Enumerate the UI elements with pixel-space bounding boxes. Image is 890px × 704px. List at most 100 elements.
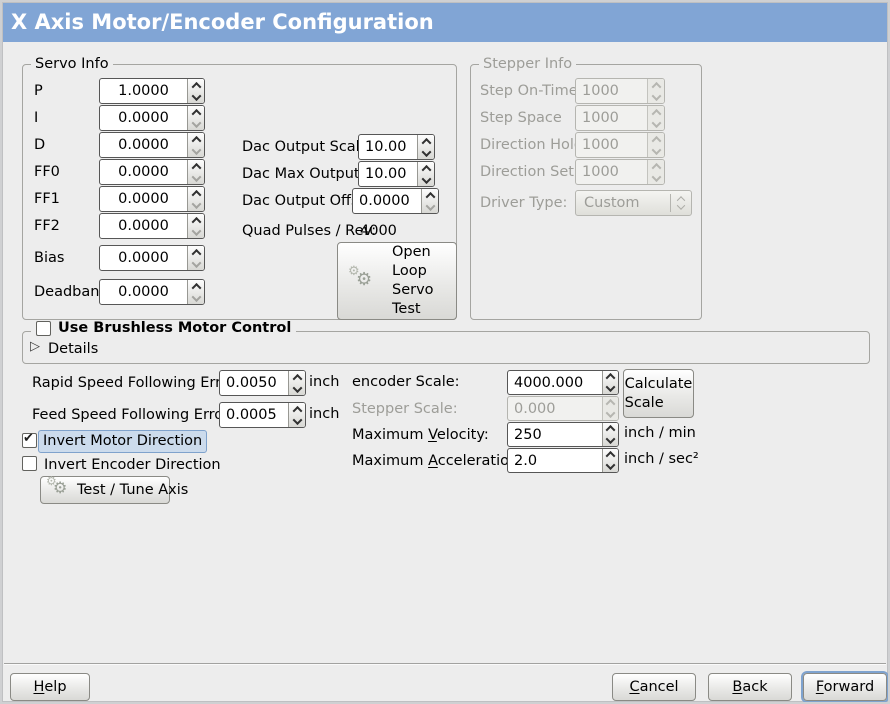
maximum-velocity-spinbox[interactable]: 250 [507,422,619,447]
spin-up-icon[interactable] [188,214,204,227]
ff0-spinbox[interactable]: 0.0000 [99,159,205,185]
rapid-following-error-unit: inch [309,374,340,390]
spin-up-icon[interactable] [289,403,305,416]
dac-output-scale-spinbox[interactable]: 10.00 [358,134,435,160]
ff2-spinbox[interactable]: 0.0000 [99,213,205,239]
spin-down-icon[interactable] [188,144,204,157]
rapid-following-error-spin-buttons[interactable] [288,371,305,395]
calculate-scale-button[interactable]: Calculate Scale [623,369,694,418]
spin-up-icon[interactable] [418,135,434,148]
ff0-spin-buttons[interactable] [187,160,204,184]
back-button[interactable]: Back [708,673,792,701]
bias-spin-buttons[interactable] [187,246,204,270]
d-spinbox[interactable]: 0.0000 [99,132,205,158]
deadband-spin-buttons[interactable] [187,280,204,304]
details-expander-label[interactable]: Details [48,341,99,357]
spin-down-icon[interactable] [603,381,618,395]
servo-info-legend: Servo Info [31,55,113,73]
dac-output-offset-spinbox[interactable]: 0.0000 [352,188,439,214]
spin-up-icon[interactable] [289,371,305,384]
spin-up-icon[interactable] [188,106,204,119]
spin-down-icon[interactable] [422,200,438,213]
p-spin-buttons[interactable] [187,79,204,103]
spin-down-icon[interactable] [289,414,305,427]
spin-up-icon[interactable] [603,371,618,384]
i-spinbox[interactable]: 0.0000 [99,105,205,131]
spin-up-icon[interactable] [188,280,204,293]
invert-motor-direction-checkbox[interactable]: ✔ [22,431,37,448]
dac-output-scale-spin-buttons[interactable] [417,135,434,159]
ff1-spinbox[interactable]: 0.0000 [99,186,205,212]
p-spinbox[interactable]: 1.0000 [99,78,205,104]
bias-value[interactable]: 0.0000 [118,250,169,266]
invert-encoder-direction-checkbox[interactable] [22,456,37,471]
spin-up-icon[interactable] [422,189,438,202]
spin-down-icon[interactable] [188,198,204,211]
spin-down-icon[interactable] [418,146,434,159]
maximum-velocity-label: Maximum Velocity: [352,427,489,443]
forward-button[interactable]: Forward [803,673,887,701]
expander-triangle-icon[interactable]: ▷ [30,339,40,354]
ff1-value[interactable]: 0.0000 [118,191,169,207]
i-value[interactable]: 0.0000 [118,110,169,126]
deadband-value[interactable]: 0.0000 [118,284,169,300]
spin-down-icon[interactable] [188,90,204,103]
spin-down-icon[interactable] [188,171,204,184]
maximum-acceleration-spinbox[interactable]: 2.0 [507,448,619,473]
cancel-button[interactable]: Cancel [612,673,696,701]
feed-following-error-spinbox[interactable]: 0.0005 [219,402,306,428]
dac-output-offset-value[interactable]: 0.0000 [359,193,410,209]
bias-spinbox[interactable]: 0.0000 [99,245,205,271]
maximum-velocity-spin-buttons[interactable] [602,423,618,446]
encoder-scale-value[interactable]: 4000.000 [514,374,584,391]
spin-up-icon[interactable] [188,246,204,259]
invert-motor-direction-label[interactable]: Invert Motor Direction [38,430,208,453]
rapid-following-error-value[interactable]: 0.0050 [226,375,277,391]
ff1-spin-buttons[interactable] [187,187,204,211]
dac-max-output-spinbox[interactable]: 10.00 [358,161,435,187]
test-tune-axis-button[interactable]: ⚙⚙ Test / Tune Axis [40,474,188,504]
spin-up-icon[interactable] [188,187,204,200]
spin-up-icon[interactable] [603,423,618,436]
feed-following-error-spin-buttons[interactable] [288,403,305,427]
spin-down-icon[interactable] [188,291,204,304]
dac-output-scale-value[interactable]: 10.00 [365,139,407,155]
ff2-value[interactable]: 0.0000 [118,218,169,234]
ff2-spin-buttons[interactable] [187,214,204,238]
spin-up-icon[interactable] [603,449,618,462]
deadband-spinbox[interactable]: 0.0000 [99,279,205,305]
maximum-acceleration-spin-buttons[interactable] [602,449,618,472]
maximum-acceleration-value[interactable]: 2.0 [514,452,538,469]
p-value[interactable]: 1.0000 [118,83,169,99]
spin-down-icon[interactable] [188,225,204,238]
spin-up-icon[interactable] [188,133,204,146]
d-value[interactable]: 0.0000 [118,137,169,153]
spin-up-icon [648,106,664,119]
help-button[interactable]: Help [10,673,90,701]
d-spin-buttons[interactable] [187,133,204,157]
encoder-scale-spin-buttons[interactable] [602,371,618,394]
spin-down-icon[interactable] [603,459,618,473]
open-loop-servo-test-button[interactable]: ⚙⚙ Open Loop Servo Test [337,242,457,320]
spin-up-icon[interactable] [418,162,434,175]
spin-up-icon[interactable] [188,79,204,92]
dac-max-output-value[interactable]: 10.00 [365,166,407,182]
spin-down-icon[interactable] [188,117,204,130]
rapid-following-error-spinbox[interactable]: 0.0050 [219,370,306,396]
spin-down-icon[interactable] [603,433,618,447]
spin-up-icon[interactable] [188,160,204,173]
invert-encoder-direction-label[interactable]: Invert Encoder Direction [44,457,221,473]
dac-output-offset-spin-buttons[interactable] [421,189,438,213]
feed-following-error-value[interactable]: 0.0005 [226,407,277,423]
maximum-velocity-value[interactable]: 250 [514,426,542,443]
spin-down-icon[interactable] [188,257,204,270]
encoder-scale-spinbox[interactable]: 4000.000 [507,370,619,395]
ff1-label: FF1 [34,191,60,207]
spin-down-icon[interactable] [289,382,305,395]
spin-down-icon[interactable] [418,173,434,186]
i-spin-buttons[interactable] [187,106,204,130]
dac-max-output-spin-buttons[interactable] [417,162,434,186]
gears-icon: ⚙⚙ [348,264,373,290]
ff0-value[interactable]: 0.0000 [118,164,169,180]
use-brushless-checkbox[interactable] [36,320,51,336]
